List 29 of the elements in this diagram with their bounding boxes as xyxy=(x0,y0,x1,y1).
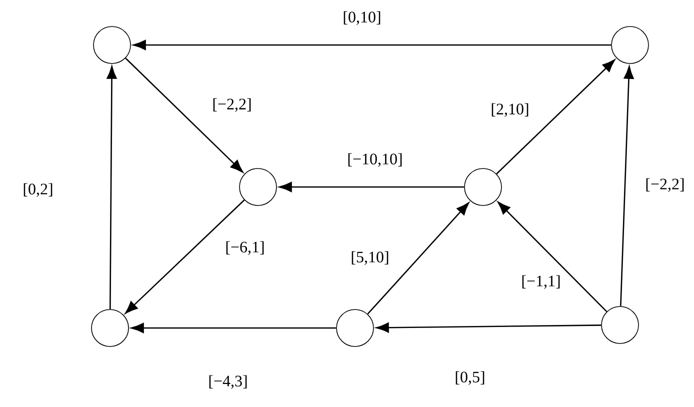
arrow xyxy=(376,322,602,333)
arrow xyxy=(498,202,608,312)
edge-label: [−1,1] xyxy=(520,274,562,290)
edge-label: [−2,2] xyxy=(211,97,253,113)
edge-label: [−4,3] xyxy=(207,374,249,390)
graph-node xyxy=(611,26,649,64)
graph-node xyxy=(93,26,131,64)
arrow xyxy=(125,58,244,173)
arrow xyxy=(125,200,245,314)
graph-node xyxy=(239,168,277,206)
arrow xyxy=(496,59,616,174)
graph-node xyxy=(464,168,502,206)
arrow xyxy=(133,40,612,50)
edge-label: [−6,1] xyxy=(224,240,266,256)
edge-label: [5,10] xyxy=(350,250,390,266)
arrow xyxy=(131,322,336,334)
arrow xyxy=(620,66,634,306)
edge-label: [0,10] xyxy=(342,10,382,26)
graph-node xyxy=(91,309,129,347)
edge-label: [0,2] xyxy=(22,182,54,198)
edge-label: [−2,2] xyxy=(644,177,686,193)
edge-label: [0,5] xyxy=(454,370,486,386)
arrow xyxy=(106,66,117,310)
edge-label: [−10,10] xyxy=(346,152,404,168)
arrow xyxy=(279,182,464,192)
arrow xyxy=(367,202,470,314)
graph-node xyxy=(336,309,374,347)
graph-node xyxy=(601,306,639,344)
edge-label: [2,10] xyxy=(490,102,530,118)
